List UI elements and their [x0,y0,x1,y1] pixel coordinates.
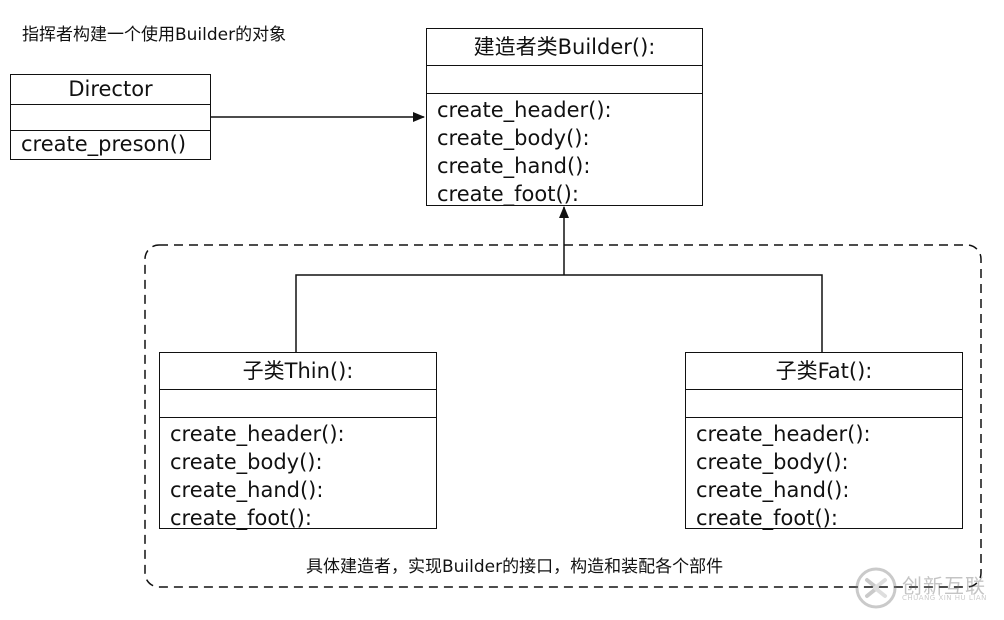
thin-class-name: 子类Thin(): [160,353,436,390]
thin-operations: create_header(): create_body(): create_h… [160,418,436,532]
thin-operation: create_foot(): [170,506,312,530]
concrete-builders-group-boundary [144,244,982,588]
builder-operation: create_header(): [437,98,612,122]
fat-operations: create_header(): create_body(): create_h… [686,418,962,532]
fat-attributes-compartment [686,390,962,418]
watermark-text: 创新互联 [902,574,986,598]
thin-operation: create_hand(): [170,478,324,502]
director-attributes-compartment [11,105,210,131]
watermark-logo-icon [855,567,897,609]
fat-class-name: 子类Fat(): [686,353,962,390]
director-operation: create_preson() [21,132,187,156]
director-class-box: Director create_preson() [10,74,211,160]
builder-class-name: 建造者类Builder(): [427,29,702,66]
thin-inheritance-line [295,274,564,352]
concrete-builders-caption: 具体建造者，实现Builder的接口，构造和装配各个部件 [306,557,724,577]
director-operations: create_preson() [11,131,210,158]
watermark-subtext: CHUANG XIN HU LIAN [902,594,987,602]
fat-operation: create_foot(): [696,506,838,530]
director-class-name: Director [11,75,210,105]
thin-class-box: 子类Thin(): create_header(): create_body()… [159,352,437,532]
fat-class-box: 子类Fat(): create_header(): create_body():… [685,352,963,532]
builder-attributes-compartment [427,66,702,94]
fat-operation: create_header(): [696,422,871,446]
fat-operation: create_body(): [696,450,849,474]
top-caption: 指挥者构建一个使用Builder的对象 [22,25,287,45]
builder-class-box: 建造者类Builder(): create_header(): create_b… [426,28,703,206]
watermark: 创新互联 CHUANG XIN HU LIAN [852,560,1000,614]
builder-operation: create_hand(): [437,154,591,178]
builder-operation: create_body(): [437,126,590,150]
fat-operation: create_hand(): [696,478,850,502]
fat-inheritance-line [564,274,823,352]
builder-operation: create_foot(): [437,182,579,206]
thin-operation: create_body(): [170,450,323,474]
builder-operations: create_header(): create_body(): create_h… [427,94,702,208]
thin-operation: create_header(): [170,422,345,446]
thin-attributes-compartment [160,390,436,418]
